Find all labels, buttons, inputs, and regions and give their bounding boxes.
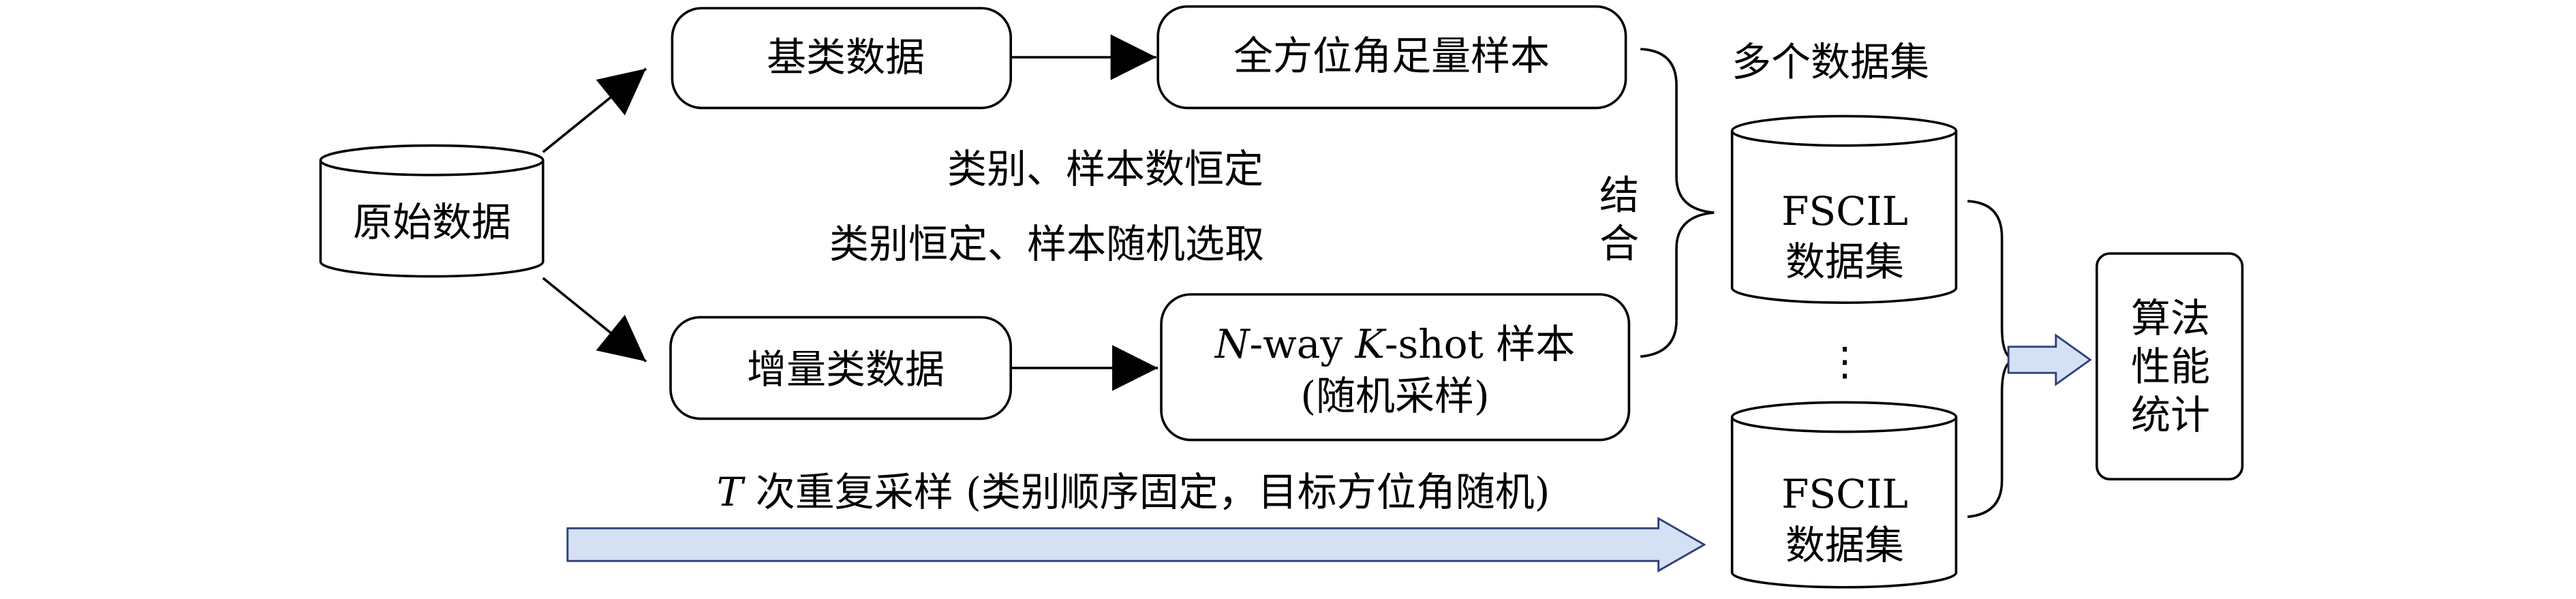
vertical-ellipsis: ⋮ [1825, 338, 1865, 384]
arrow-to-base [542, 67, 647, 153]
fscil-top-line1: FSCIL [1781, 188, 1908, 234]
original-data-label: 原始数据 [352, 199, 512, 245]
full-aspect-label: 全方位角足量样本 [1233, 33, 1550, 79]
fscil-dataset-cylinder-bottom [1730, 401, 1958, 589]
fscil-top-line2: 数据集 [1785, 239, 1905, 285]
repeat-sampling-label: T 次重复采样 (类别顺序固定，目标方位角随机) [716, 469, 1550, 515]
nway-kshot-box [1160, 293, 1631, 442]
annotation-fixed-both: 类别、样本数恒定 [947, 146, 1264, 192]
fscil-bottom-line2: 数据集 [1785, 522, 1905, 568]
combine-label: 结 合 [1599, 172, 1640, 266]
multi-datasets-label: 多个数据集 [1731, 39, 1930, 85]
nway-kshot-line1: N-way K-shot 样本 [1214, 321, 1576, 367]
full-aspect-box [1156, 5, 1627, 110]
incremental-data-label: 增量类数据 [746, 346, 945, 393]
arrow-to-algo [2007, 333, 2092, 386]
fscil-bottom-line1: FSCIL [1781, 471, 1908, 517]
base-data-label: 基类数据 [766, 34, 925, 80]
original-data-cylinder [319, 144, 545, 278]
algo-stats-label: 算法 性能 统计 [2130, 294, 2211, 438]
combine-brace [1640, 48, 1715, 358]
arrow-to-incremental [542, 277, 647, 363]
algo-stats-box [2096, 252, 2244, 481]
fscil-dataset-cylinder-top [1730, 114, 1958, 304]
repeat-sampling-arrow [566, 517, 1706, 573]
annotation-fixed-class-random-sample: 类别恒定、样本随机选取 [829, 221, 1265, 267]
nway-kshot-line2: (随机采样) [1300, 373, 1490, 419]
